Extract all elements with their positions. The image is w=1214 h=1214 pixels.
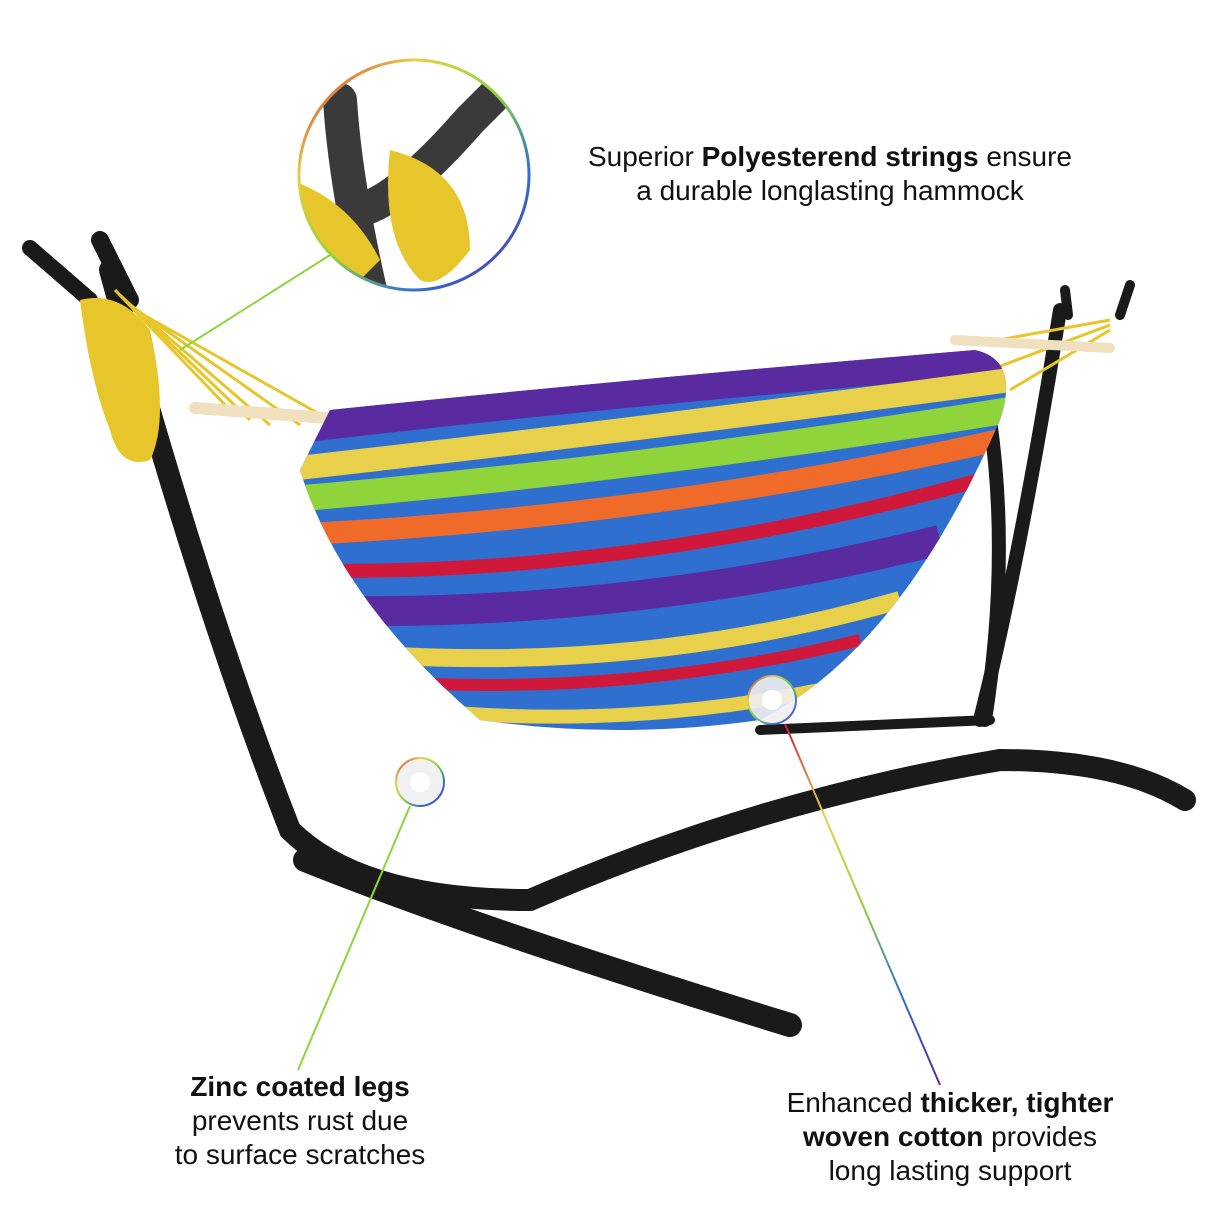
caption-bold: thicker, tighter — [920, 1087, 1114, 1118]
strings-callout: Superior Polyesterend strings ensure a d… — [520, 140, 1140, 208]
caption-text: ensure — [978, 141, 1072, 172]
cotton-marker — [747, 675, 941, 1086]
hammock-bed — [300, 350, 1007, 730]
caption-text: Enhanced — [786, 1087, 921, 1118]
caption-text: prevents rust due — [191, 1105, 409, 1136]
cotton-callout: Enhanced thicker, tighter woven cotton p… — [740, 1086, 1160, 1188]
caption-text: to surface scratches — [174, 1139, 426, 1170]
legs-callout: Zinc coated legs prevents rust due to su… — [130, 1070, 470, 1172]
caption-text: provides — [983, 1121, 1098, 1152]
caption-bold: Zinc coated legs — [190, 1071, 410, 1102]
caption-bold: woven cotton — [802, 1121, 984, 1152]
caption-bold: Polyesterend strings — [701, 141, 979, 172]
caption-text: Superior — [587, 141, 702, 172]
rope-detail-inset — [179, 58, 531, 351]
caption-text: a durable longlasting hammock — [636, 175, 1024, 206]
legs-marker — [297, 757, 445, 1071]
caption-text: long lasting support — [828, 1155, 1072, 1186]
steel-frame — [22, 231, 1196, 1037]
